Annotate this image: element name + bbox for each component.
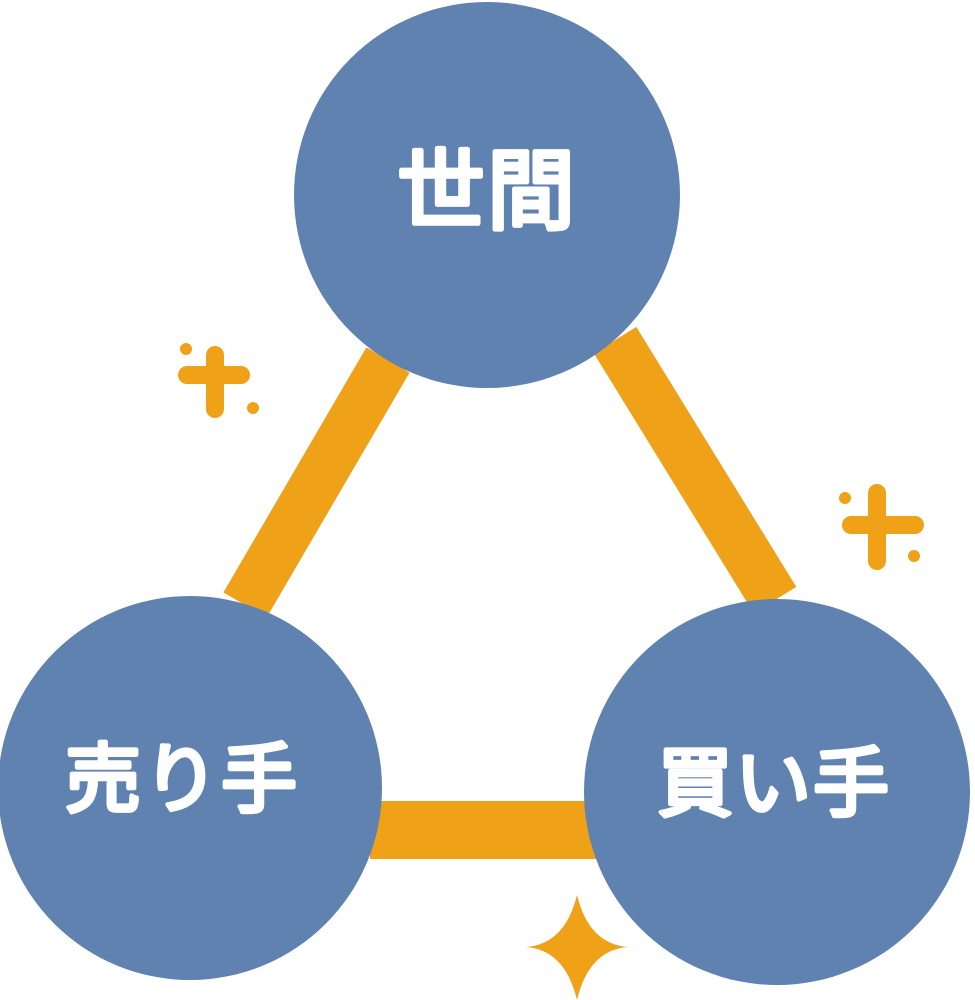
connector-top-left [223, 347, 410, 618]
node-left-circle [0, 596, 382, 980]
node-right-label: 買い手 [657, 739, 891, 828]
node-right: 買い手 [584, 599, 970, 985]
sparkle-right-icon [839, 484, 924, 570]
node-top-label: 世間 [397, 140, 577, 243]
sparkle-upper-left-icon [178, 343, 259, 418]
node-left: 売り手 [0, 596, 382, 980]
connectors [223, 326, 797, 859]
node-top-circle [294, 2, 680, 388]
node-left-label: 売り手 [65, 735, 299, 824]
sparkle-bottom-icon [526, 895, 628, 1000]
node-top: 世間 [294, 2, 680, 388]
node-right-circle [584, 599, 970, 985]
connector-top-right [593, 326, 797, 614]
